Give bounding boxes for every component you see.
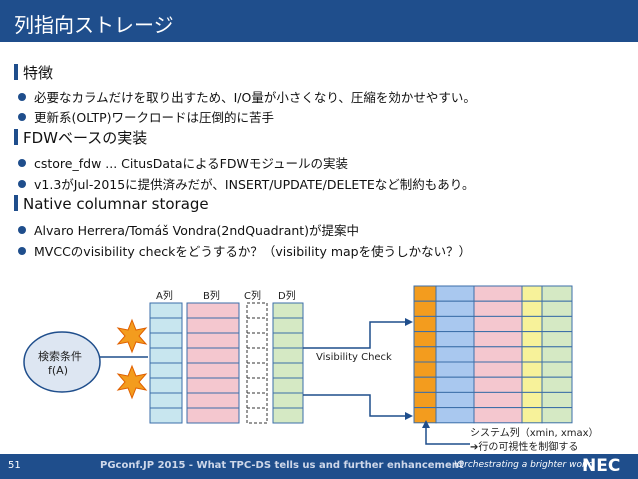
highlight-burst-icon bbox=[116, 318, 148, 354]
row-cell bbox=[413, 346, 437, 363]
row-cell bbox=[413, 315, 437, 333]
row-cell bbox=[521, 346, 543, 363]
row-cell bbox=[541, 331, 573, 348]
row-cell bbox=[521, 391, 543, 409]
row-cell bbox=[435, 346, 475, 363]
footer-tagline: \Orchestrating a brighter world bbox=[454, 460, 594, 470]
row-cell bbox=[521, 407, 543, 424]
row-cell bbox=[541, 391, 573, 409]
column-label-d: D列 bbox=[278, 291, 296, 302]
title-bar: 列指向ストレージ bbox=[0, 0, 638, 42]
bullet-item: cstore_fdw ... CitusDataによるFDWモジュールの実装 bbox=[18, 153, 348, 172]
row-store-table bbox=[413, 285, 573, 424]
column-label-a: A列 bbox=[156, 291, 173, 302]
row-cell bbox=[521, 315, 543, 333]
footer-bar: 51 PGconf.JP 2015 - What TPC-DS tells us… bbox=[0, 454, 638, 479]
row-cell bbox=[473, 300, 523, 317]
bullet-text: v1.3がJul-2015に提供済みだが、INSERT/UPDATE/DELET… bbox=[34, 177, 475, 192]
section-heading-native: Native columnar storage bbox=[14, 195, 209, 213]
column-d bbox=[272, 302, 304, 424]
row-cell bbox=[541, 376, 573, 393]
row-cell bbox=[413, 391, 437, 409]
row-cell bbox=[435, 331, 475, 348]
section-marker bbox=[14, 129, 18, 145]
bullet-text: MVCCのvisibility checkをどうするか？（visibility … bbox=[34, 244, 472, 259]
bullet-text: 必要なカラムだけを取り出すため、I/O量が小さくなり、圧縮を効かせやすい。 bbox=[34, 90, 476, 105]
row-cell bbox=[473, 315, 523, 333]
row-cell bbox=[413, 300, 437, 317]
row-cell bbox=[435, 361, 475, 378]
row-cell bbox=[473, 376, 523, 393]
bullet-dot-icon bbox=[18, 113, 26, 121]
column-label-b: B列 bbox=[203, 291, 220, 302]
row-cell bbox=[473, 407, 523, 424]
nec-logo: NEC bbox=[582, 456, 621, 476]
footer-title: PGconf.JP 2015 - What TPC-DS tells us an… bbox=[100, 460, 464, 471]
row-cell bbox=[541, 285, 573, 302]
bullet-dot-icon bbox=[18, 247, 26, 255]
bullet-text: 更新系(OLTP)ワークロードは圧倒的に苦手 bbox=[34, 110, 275, 125]
section-marker bbox=[14, 195, 18, 211]
row-cell bbox=[413, 331, 437, 348]
bullet-item: 更新系(OLTP)ワークロードは圧倒的に苦手 bbox=[18, 107, 274, 126]
row-cell bbox=[435, 315, 475, 333]
slide-title: 列指向ストレージ bbox=[14, 13, 174, 37]
row-cell bbox=[541, 361, 573, 378]
bullet-text: cstore_fdw ... CitusDataによるFDWモジュールの実装 bbox=[34, 156, 348, 171]
bullet-item: MVCCのvisibility checkをどうするか？（visibility … bbox=[18, 241, 471, 260]
bullet-dot-icon bbox=[18, 180, 26, 188]
row-cell bbox=[435, 407, 475, 424]
row-cell bbox=[435, 285, 475, 302]
column-label-c: C列 bbox=[244, 291, 261, 302]
section-marker bbox=[14, 64, 18, 80]
system-column-arrow-icon bbox=[422, 420, 470, 445]
row-cell bbox=[541, 407, 573, 424]
bullet-dot-icon bbox=[18, 93, 26, 101]
row-cell bbox=[473, 391, 523, 409]
bullet-item: 必要なカラムだけを取り出すため、I/O量が小さくなり、圧縮を効かせやすい。 bbox=[18, 87, 476, 106]
row-cell bbox=[435, 391, 475, 409]
bullet-dot-icon bbox=[18, 159, 26, 167]
row-cell bbox=[413, 407, 437, 424]
row-cell bbox=[541, 346, 573, 363]
row-cell bbox=[473, 285, 523, 302]
row-cell bbox=[473, 361, 523, 378]
column-c bbox=[246, 302, 268, 424]
column-a bbox=[149, 302, 183, 424]
column-b bbox=[186, 302, 240, 424]
row-cell bbox=[521, 331, 543, 348]
row-cell bbox=[413, 376, 437, 393]
highlight-burst-icon bbox=[116, 364, 148, 400]
row-cell bbox=[521, 376, 543, 393]
visibility-arrow-icon bbox=[303, 318, 413, 420]
row-cell bbox=[521, 361, 543, 378]
row-cell bbox=[473, 346, 523, 363]
system-column-label: システム列（xmin, xmax） bbox=[470, 428, 599, 439]
row-cell bbox=[435, 300, 475, 317]
section-heading-text: 特徴 bbox=[23, 64, 54, 82]
row-cell bbox=[473, 331, 523, 348]
row-cell bbox=[541, 300, 573, 317]
row-cell bbox=[541, 315, 573, 333]
system-column-note: ➔行の可視性を制御する bbox=[470, 442, 579, 453]
row-cell bbox=[521, 300, 543, 317]
row-cell bbox=[521, 285, 543, 302]
search-condition-label: 検索条件 bbox=[38, 350, 82, 363]
row-cell bbox=[435, 376, 475, 393]
search-condition-function: f(A) bbox=[48, 364, 68, 377]
section-heading-fdw: FDWベースの実装 bbox=[14, 127, 147, 148]
bullet-item: v1.3がJul-2015に提供済みだが、INSERT/UPDATE/DELET… bbox=[18, 174, 475, 193]
row-cell bbox=[413, 285, 437, 302]
bullet-dot-icon bbox=[18, 226, 26, 234]
row-cell bbox=[413, 361, 437, 378]
section-heading-text: Native columnar storage bbox=[23, 195, 209, 213]
section-heading-text: FDWベースの実装 bbox=[23, 129, 148, 147]
visibility-check-label: Visibility Check bbox=[316, 352, 392, 363]
bullet-item: Alvaro Herrera/Tomáš Vondra(2ndQuadrant)… bbox=[18, 220, 359, 239]
bullet-text: Alvaro Herrera/Tomáš Vondra(2ndQuadrant)… bbox=[34, 223, 360, 238]
section-heading-features: 特徴 bbox=[14, 62, 53, 83]
page-number: 51 bbox=[8, 460, 21, 471]
